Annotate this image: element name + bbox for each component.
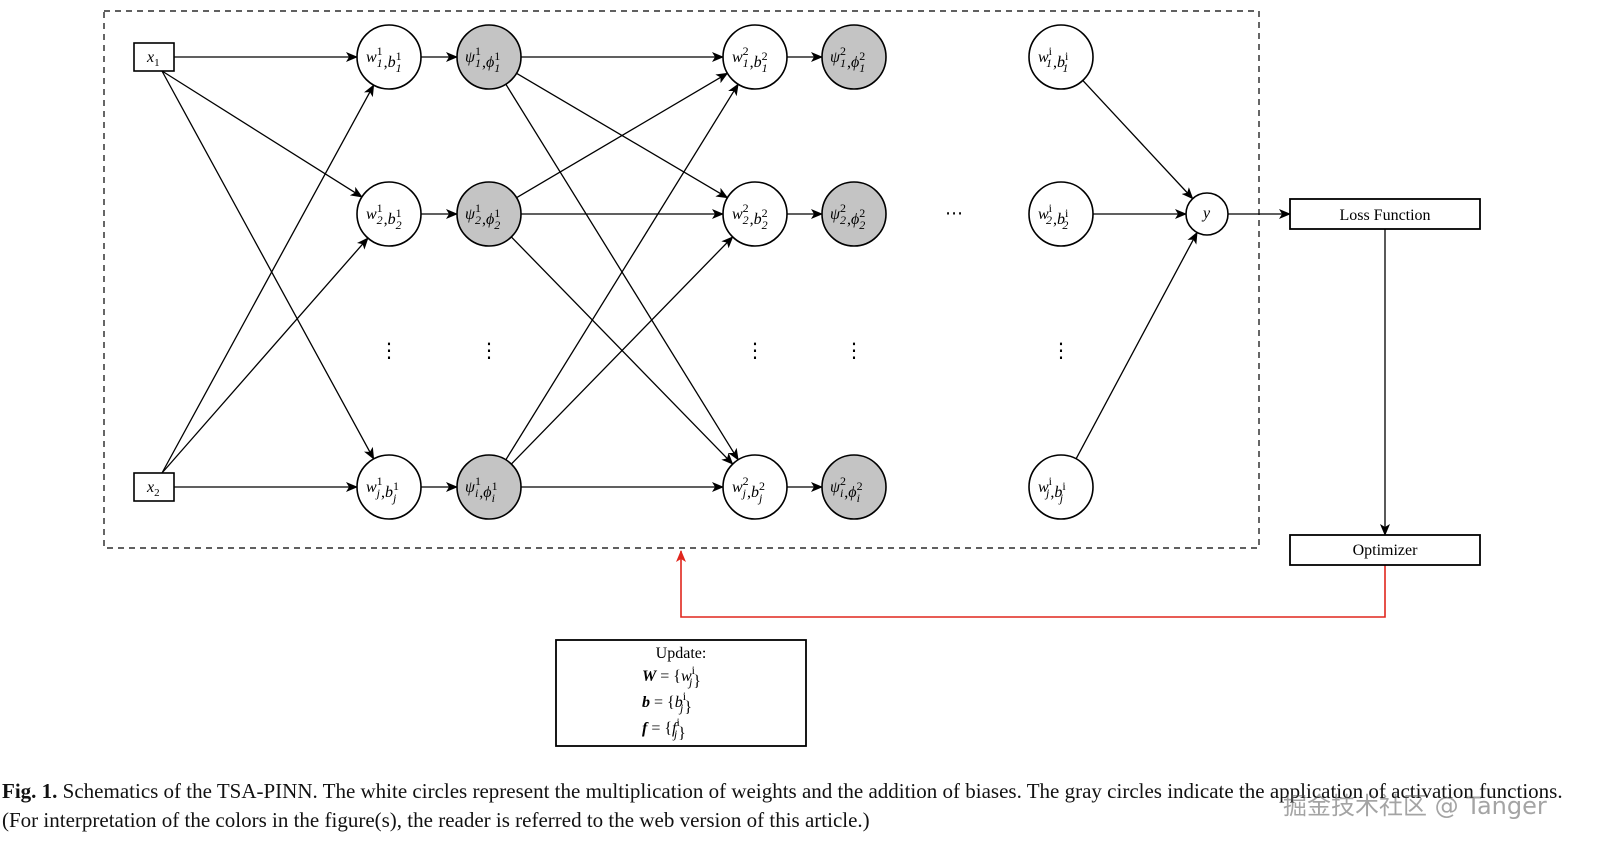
layer1-linear-node-3: [356, 454, 422, 520]
layer2-activation-node-1: [821, 24, 887, 90]
layer1-linear-node-1: [356, 24, 422, 90]
input-node-1: [133, 42, 175, 72]
layer2-activation-node-3: [821, 454, 887, 520]
vertical-ellipsis-4: ⋮: [844, 338, 864, 362]
layer2-linear-node-3: [722, 454, 788, 520]
vertical-ellipsis-2: ⋮: [479, 338, 499, 362]
vertical-ellipsis-1: ⋮: [379, 338, 399, 362]
watermark-text: 掘金技术社区 @ Tanger: [1283, 792, 1547, 820]
edge-a1-3-l2-1: [505, 83, 739, 461]
update-box: [555, 639, 807, 747]
edge-input2-l1n1: [161, 84, 375, 474]
edge-input1-l1n3: [161, 70, 375, 460]
caption-text: Schematics of the TSA-PINN. The white ci…: [2, 779, 1563, 832]
output-node: [1185, 192, 1229, 236]
edge-li-3-y: [1075, 231, 1198, 460]
layer-i-linear-node-1: [1028, 24, 1094, 90]
edge-input1-l1n2: [161, 70, 363, 198]
connection-arrows: [161, 52, 1390, 618]
layer2-activation-node-2: [821, 181, 887, 247]
layer1-activation-node-1: [456, 24, 522, 90]
loss-function-label: Loss Function: [1339, 207, 1430, 224]
layer-i-linear-node-2: [1028, 181, 1094, 247]
layer2-linear-node-1: [722, 24, 788, 90]
output-label: y: [1201, 205, 1211, 222]
ellipsis-markers: ⋮ ⋮ ⋮ ⋮ ⋮ ⋯: [379, 203, 1071, 362]
vertical-ellipsis-3: ⋮: [745, 338, 765, 362]
caption-label: Fig. 1.: [2, 779, 58, 803]
edge-input2-l1n2: [161, 237, 369, 474]
update-box-title: Update:: [656, 645, 707, 662]
optimizer-label: Optimizer: [1353, 542, 1419, 559]
layer2-linear-node-2: [722, 181, 788, 247]
input-label-1: x1: [146, 49, 160, 69]
network-dashed-boundary: [103, 10, 1260, 549]
edge-a1-3-l2-2: [510, 236, 734, 465]
loss-function-box: [1289, 198, 1481, 230]
edge-li-1-y: [1082, 79, 1194, 200]
layer1-linear-node-2: [356, 181, 422, 247]
figure-caption: Fig. 1. Schematics of the TSA-PINN. The …: [2, 777, 1602, 835]
feedback-update-arrow: [676, 550, 1386, 618]
optimizer-box: [1289, 534, 1481, 566]
input-node-2: [133, 472, 175, 502]
input-label-2: x2: [146, 479, 160, 499]
layer-i-linear-node-3: [1028, 454, 1094, 520]
vertical-ellipsis-5: ⋮: [1051, 338, 1071, 362]
edge-a1-2-l2-1: [516, 72, 729, 199]
layer1-activation-node-3: [456, 454, 522, 520]
layer1-activation-node-2: [456, 181, 522, 247]
horizontal-ellipsis: ⋯: [945, 203, 963, 224]
